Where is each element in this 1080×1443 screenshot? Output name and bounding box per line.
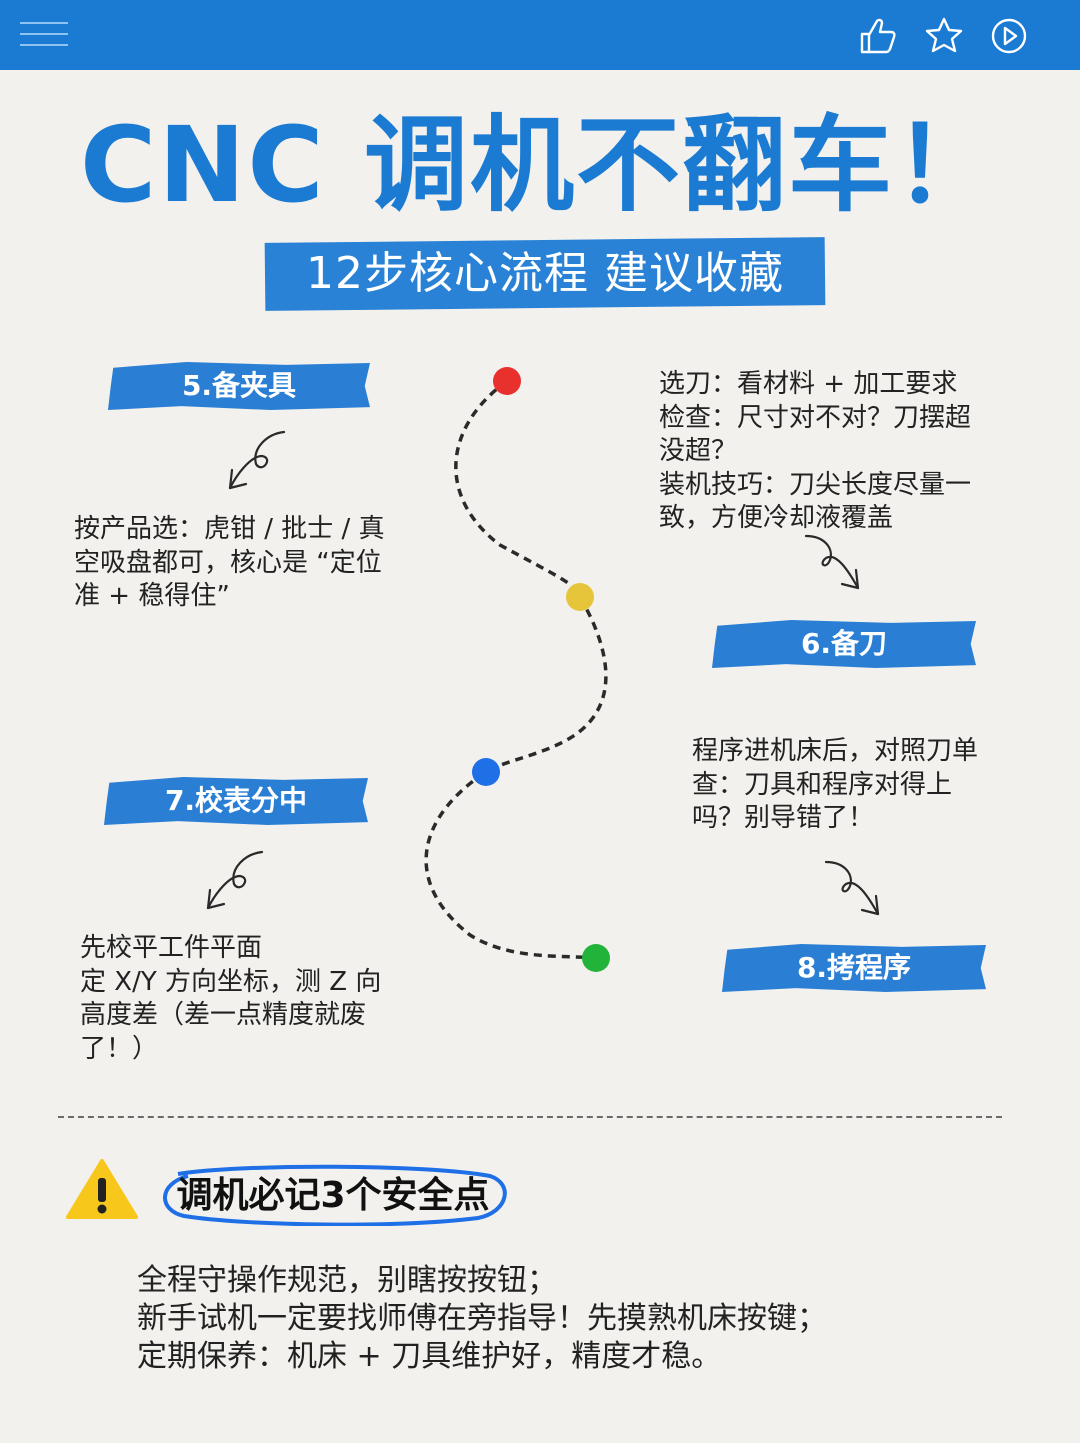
step-7-line: 定 X/Y 方向坐标，测 Z 向 bbox=[80, 966, 382, 997]
menu-icon[interactable] bbox=[20, 20, 70, 50]
step-6-line: 致，方便冷却液覆盖 bbox=[659, 503, 894, 533]
step-8-line: 程序进机床后，对照刀单 bbox=[692, 736, 979, 766]
step-6-line: 装机技巧：刀尖长度尽量一 bbox=[659, 469, 972, 500]
arrow-down-right-icon bbox=[824, 860, 880, 916]
page-subtitle: 12步核心流程 建议收藏 bbox=[306, 248, 784, 299]
step-8-line: 查：刀具和程序对得上 bbox=[692, 769, 953, 800]
step-5-line: 按产品选：虎钳 / 批士 / 真 bbox=[74, 514, 385, 544]
dashed-route bbox=[424, 379, 608, 960]
safety-line: 新手试机一定要找师傅在旁指导！先摸熟机床按键； bbox=[137, 1301, 827, 1336]
section-divider bbox=[58, 1116, 1002, 1118]
step-7-text: 先校平工件平面 定 X/Y 方向坐标，测 Z 向 高度差（差一点精度就废 了！） bbox=[80, 932, 381, 1066]
step-7-line: 了！） bbox=[80, 1033, 159, 1064]
arrow-down-right-icon bbox=[804, 534, 860, 590]
path-dot-blue bbox=[472, 758, 500, 786]
highlight-circle bbox=[163, 1164, 507, 1226]
step-6-line: 检查：尺寸对不对？刀摆超 bbox=[659, 402, 972, 433]
path-dot-yellow bbox=[566, 583, 594, 611]
arrow-down-left-icon bbox=[228, 430, 286, 490]
safety-title: 调机必记3个安全点 bbox=[176, 1175, 490, 1216]
top-bar bbox=[0, 0, 1080, 70]
path-dot-red bbox=[493, 367, 521, 395]
step-8-line: 吗？别导错了！ bbox=[692, 803, 875, 833]
arrow-down-left-icon bbox=[206, 850, 264, 910]
step-6-line: 没超？ bbox=[659, 436, 738, 466]
step-8-text: 程序进机床后，对照刀单 查：刀具和程序对得上 吗？别导错了！ bbox=[692, 735, 978, 836]
step-6-line: 选刀：看材料 + 加工要求 bbox=[659, 369, 958, 399]
path-dot-green bbox=[582, 944, 610, 972]
safety-line: 定期保养：机床 + 刀具维护好，精度才稳。 bbox=[137, 1339, 722, 1374]
page-title: CNC 调机不翻车！ bbox=[80, 104, 1000, 226]
play-circle-icon[interactable] bbox=[989, 16, 1029, 56]
step-6-label: 6.备刀 bbox=[712, 620, 976, 668]
star-icon[interactable] bbox=[924, 16, 964, 56]
step-5-line: 准 + 稳得住” bbox=[74, 581, 230, 611]
safety-line: 全程守操作规范，别瞎按按钮； bbox=[137, 1263, 557, 1298]
step-5-label: 5.备夹具 bbox=[108, 362, 370, 410]
thumbs-up-icon[interactable] bbox=[858, 16, 898, 56]
step-7-line: 高度差（差一点精度就废 bbox=[80, 1000, 367, 1030]
step-5-line: 空吸盘都可，核心是 “定位 bbox=[74, 547, 382, 578]
step-7-label: 7.校表分中 bbox=[104, 777, 368, 825]
step-5-text: 按产品选：虎钳 / 批士 / 真 空吸盘都可，核心是 “定位 准 + 稳得住” bbox=[74, 513, 385, 614]
step-8-label: 8.拷程序 bbox=[722, 944, 986, 992]
warning-icon bbox=[66, 1159, 138, 1219]
step-7-line: 先校平工件平面 bbox=[80, 933, 263, 963]
step-6-text: 选刀：看材料 + 加工要求 检查：尺寸对不对？刀摆超 没超？ 装机技巧：刀尖长度… bbox=[659, 368, 971, 536]
